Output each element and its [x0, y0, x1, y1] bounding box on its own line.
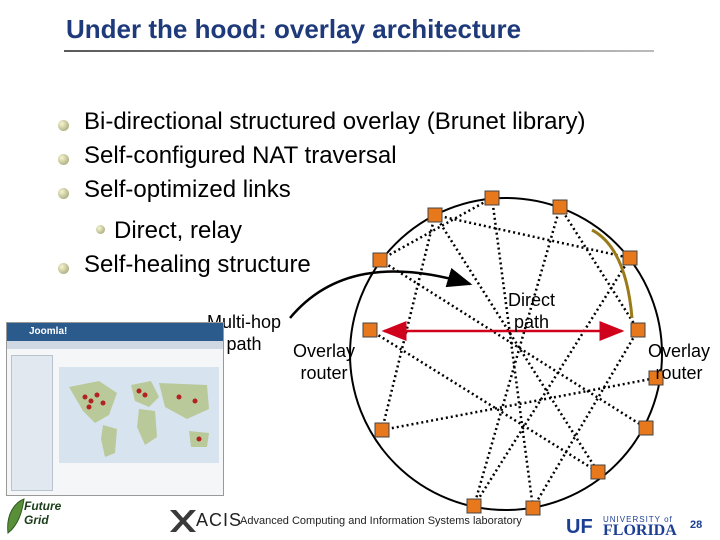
- bullet-4: Self-healing structure: [84, 251, 311, 278]
- multihop-label-line-2: path: [226, 334, 262, 354]
- bullet-icon: [58, 263, 69, 274]
- node-left-router: [362, 322, 378, 338]
- bullet-1: Bi-directional structured overlay (Brune…: [84, 108, 586, 135]
- left-router-line-2: router: [300, 363, 348, 383]
- futuregrid-leaf-icon: [7, 498, 25, 534]
- multihop-arrow: [289, 267, 473, 319]
- portal-sidebar: [11, 355, 53, 491]
- direct-label-line-1: Direct: [508, 290, 556, 310]
- acis-logo-icon: [170, 510, 196, 532]
- node-right-router: [630, 322, 646, 338]
- node: [374, 422, 390, 438]
- overlay-links: [369, 196, 657, 509]
- futuregrid-portal-screenshot: Joomla!: [6, 322, 224, 496]
- direct-label-line-2: path: [513, 312, 550, 332]
- slide-title: Under the hood: overlay architecture: [66, 14, 522, 44]
- node: [552, 199, 568, 215]
- bullet-icon: [58, 154, 69, 165]
- futuregrid-line-1: Future: [24, 499, 62, 513]
- overlay-nodes: [362, 190, 664, 516]
- bullet-2: Self-configured NAT traversal: [84, 142, 397, 169]
- joomla-logo: Joomla!: [7, 323, 223, 341]
- portal-nav-bar: [7, 341, 223, 349]
- node: [466, 498, 482, 514]
- right-router-label: Overlay router: [648, 340, 710, 384]
- node: [427, 207, 443, 223]
- lab-name: Advanced Computing and Information Syste…: [240, 515, 522, 527]
- multihop-label-line-1: Multi-hop: [207, 312, 282, 332]
- left-router-line-1: Overlay: [293, 341, 356, 361]
- overlay-ring: [349, 197, 663, 511]
- bullet-3: Self-optimized links: [84, 176, 291, 203]
- title-underline: [64, 50, 654, 52]
- left-router-label: Overlay router: [293, 340, 355, 384]
- node: [484, 190, 500, 206]
- direct-path-label: Direct path: [508, 289, 555, 333]
- sub-bullet: Direct, relay: [114, 217, 243, 244]
- node: [622, 250, 638, 266]
- futuregrid-line-2: Grid: [24, 513, 49, 527]
- node: [648, 370, 664, 386]
- bullet-icon: [58, 188, 69, 199]
- multihop-path-label: Multi-hop path: [207, 311, 281, 355]
- bullet-icon: [58, 120, 69, 131]
- node: [372, 252, 388, 268]
- node: [525, 500, 541, 516]
- right-router-line-1: Overlay: [648, 341, 711, 361]
- uf-logo: UF: [566, 516, 593, 538]
- uf-florida-text: FLORIDA: [603, 522, 677, 539]
- node: [590, 464, 606, 480]
- sub-bullet-icon: [96, 225, 105, 234]
- page-number: 28: [690, 519, 703, 531]
- futuregrid-logo: Future Grid: [6, 497, 64, 537]
- right-router-line-2: router: [655, 363, 703, 383]
- futuregrid-text: Future Grid: [24, 499, 61, 527]
- multihop-curve: [591, 228, 634, 319]
- uf-university-text: UNIVERSITY of: [603, 515, 673, 524]
- world-map-image: [59, 367, 219, 463]
- node: [638, 420, 654, 436]
- acis-wordmark: ACIS: [196, 510, 243, 530]
